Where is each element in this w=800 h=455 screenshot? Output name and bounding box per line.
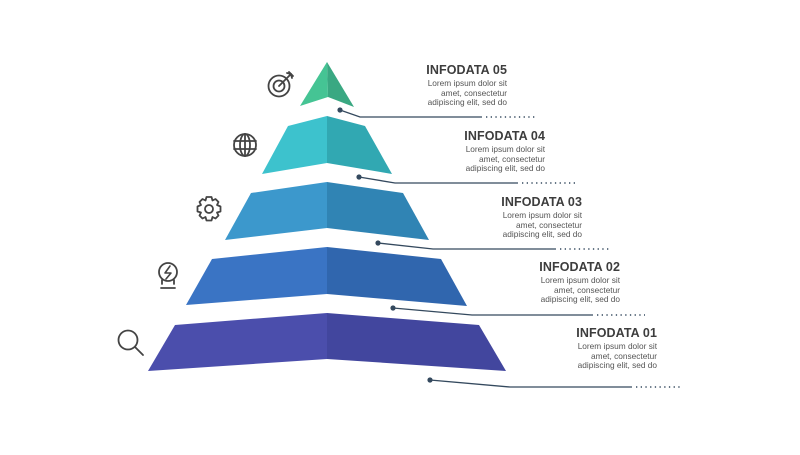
info-title: INFODATA 02 bbox=[539, 260, 620, 274]
info-body: Lorem ipsum dolor sit amet, consectetur … bbox=[457, 341, 657, 371]
info-block-02: INFODATA 02 Lorem ipsum dolor sit amet, … bbox=[420, 260, 620, 305]
tier-03-left-face bbox=[225, 182, 327, 240]
connector-05 bbox=[337, 107, 537, 118]
tier-04-right-face bbox=[327, 116, 392, 174]
info-body-line: amet, consectetur bbox=[591, 350, 657, 361]
info-block-04: INFODATA 04 Lorem ipsum dolor sit amet, … bbox=[345, 129, 545, 174]
info-body-line: Lorem ipsum dolor sit bbox=[502, 210, 582, 220]
info-body-line: Lorem ipsum dolor sit bbox=[540, 275, 620, 285]
info-body: Lorem ipsum dolor sit amet, consectetur … bbox=[382, 210, 582, 240]
tier-02-left-face bbox=[186, 247, 327, 305]
tier-03 bbox=[225, 182, 429, 240]
info-block-01: INFODATA 01 Lorem ipsum dolor sit amet, … bbox=[457, 326, 657, 371]
info-body: Lorem ipsum dolor sit amet, consectetur … bbox=[345, 144, 545, 174]
connector-02 bbox=[390, 305, 645, 316]
info-title: INFODATA 03 bbox=[501, 195, 582, 209]
connector-01 bbox=[427, 377, 682, 388]
lightbulb-bolt-icon bbox=[158, 262, 178, 289]
info-body-line: adipiscing elit, sed do bbox=[427, 97, 507, 108]
tier-02 bbox=[186, 247, 467, 306]
info-body-line: amet, consectetur bbox=[516, 219, 582, 230]
tier-03-right-face bbox=[327, 182, 429, 240]
info-body-line: Lorem ipsum dolor sit bbox=[577, 341, 657, 351]
tier-05 bbox=[300, 62, 354, 107]
tier-05-left-face bbox=[300, 62, 328, 106]
tier-05-right-face bbox=[327, 62, 354, 107]
tier-01-left-face bbox=[148, 313, 327, 371]
info-body-line: amet, consectetur bbox=[479, 153, 545, 164]
info-block-03: INFODATA 03 Lorem ipsum dolor sit amet, … bbox=[382, 195, 582, 240]
tier-02-right-face bbox=[327, 247, 467, 306]
connector-04 bbox=[356, 174, 575, 184]
info-body: Lorem ipsum dolor sit amet, consectetur … bbox=[307, 78, 507, 108]
info-title: INFODATA 01 bbox=[576, 326, 657, 340]
info-body-line: adipiscing elit, sed do bbox=[465, 163, 545, 174]
tier-01-right-face bbox=[327, 313, 506, 371]
info-title: INFODATA 04 bbox=[464, 129, 545, 143]
info-body-line: amet, consectetur bbox=[441, 87, 507, 98]
connector-03 bbox=[375, 240, 610, 250]
info-title: INFODATA 05 bbox=[426, 63, 507, 77]
connectors bbox=[337, 107, 682, 388]
tier-04-left-face bbox=[262, 116, 327, 174]
info-body-line: Lorem ipsum dolor sit bbox=[465, 144, 545, 154]
info-body-line: adipiscing elit, sed do bbox=[502, 229, 582, 240]
globe-icon bbox=[233, 133, 257, 157]
target-icon bbox=[267, 71, 294, 98]
info-body-line: adipiscing elit, sed do bbox=[577, 360, 657, 371]
info-body: Lorem ipsum dolor sit amet, consectetur … bbox=[420, 275, 620, 305]
search-icon bbox=[117, 329, 144, 356]
tier-04 bbox=[262, 116, 392, 174]
info-body-line: amet, consectetur bbox=[554, 284, 620, 295]
tier-01 bbox=[148, 313, 506, 371]
info-body-line: Lorem ipsum dolor sit bbox=[427, 78, 507, 88]
gear-icon bbox=[196, 196, 222, 222]
info-body-line: adipiscing elit, sed do bbox=[540, 294, 620, 305]
info-block-05: INFODATA 05 Lorem ipsum dolor sit amet, … bbox=[307, 63, 507, 108]
